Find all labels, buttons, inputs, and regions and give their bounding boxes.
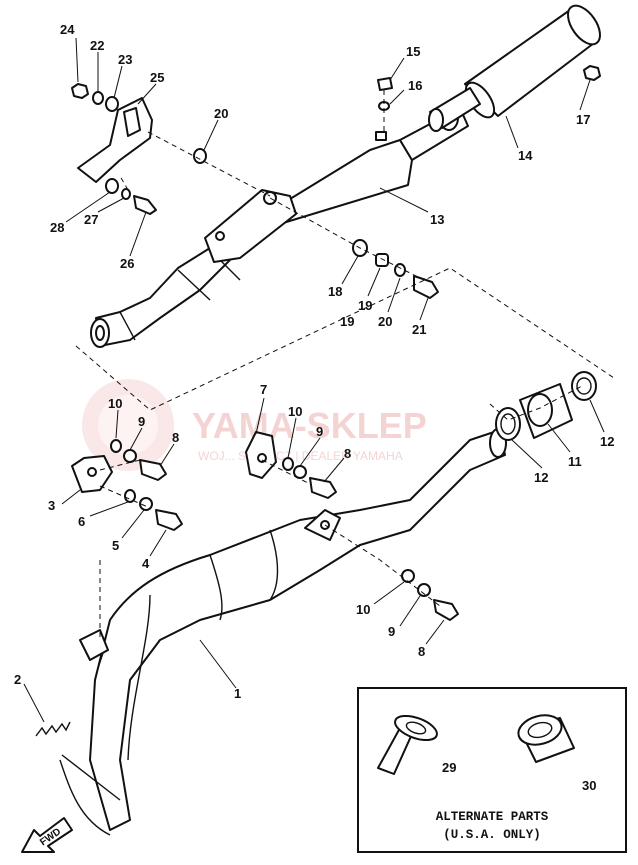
watermark-line: WOJ... SZEWICZ | DEALER YAMAHA <box>198 449 403 463</box>
callout-20-b: 20 <box>378 314 392 329</box>
callout-8-b: 8 <box>344 446 351 461</box>
silencer <box>90 105 469 348</box>
callout-13: 13 <box>430 212 444 227</box>
callout-19-b: 19 <box>340 314 354 329</box>
callout-15: 15 <box>406 44 420 59</box>
callout-4: 4 <box>142 556 150 571</box>
exhaust-pipe <box>59 428 507 836</box>
callout-14: 14 <box>518 148 533 163</box>
silencer-end-cap <box>428 4 601 132</box>
callout-9-a: 9 <box>138 414 145 429</box>
callout-30: 30 <box>582 778 596 793</box>
callout-16: 16 <box>408 78 422 93</box>
callout-7: 7 <box>260 382 267 397</box>
alternate-parts-box: ALTERNATE PARTS (U.S.A. ONLY) <box>357 687 627 853</box>
callout-1: 1 <box>234 686 241 701</box>
callout-2: 2 <box>14 672 21 687</box>
callout-8-c: 8 <box>418 644 425 659</box>
callout-26: 26 <box>120 256 134 271</box>
callout-27: 27 <box>84 212 98 227</box>
callout-17: 17 <box>576 112 590 127</box>
callout-10-a: 10 <box>108 396 122 411</box>
forward-arrow: FWD <box>21 817 73 853</box>
watermark: YAMA-SKLEP WOJ... SZEWICZ | DEALER YAMAH… <box>82 379 427 471</box>
callout-25: 25 <box>150 70 164 85</box>
callout-23: 23 <box>118 52 132 67</box>
silencer-bracket <box>77 97 153 183</box>
callout-28: 28 <box>50 220 64 235</box>
alternate-parts-subtitle: (U.S.A. ONLY) <box>443 828 541 842</box>
alternate-parts-title: ALTERNATE PARTS <box>436 810 549 824</box>
callout-6: 6 <box>78 514 85 529</box>
hardware <box>35 65 601 737</box>
callout-numbers: 24 22 23 25 20 28 27 26 15 16 17 14 13 1… <box>14 22 614 793</box>
callout-18: 18 <box>328 284 342 299</box>
callout-24: 24 <box>60 22 75 37</box>
callout-22: 22 <box>90 38 104 53</box>
callout-12-a: 12 <box>534 470 548 485</box>
callout-29: 29 <box>442 760 456 775</box>
callout-19-a: 19 <box>358 298 372 313</box>
callout-10-b: 10 <box>288 404 302 419</box>
callout-3: 3 <box>48 498 55 513</box>
leader-lines <box>23 37 605 785</box>
callout-11: 11 <box>568 454 582 469</box>
callout-21: 21 <box>412 322 426 337</box>
callout-5: 5 <box>112 538 119 553</box>
callout-9-c: 9 <box>388 624 395 639</box>
assembly-lines <box>75 90 615 640</box>
callout-10-c: 10 <box>356 602 370 617</box>
callout-9-b: 9 <box>316 424 323 439</box>
callout-12-b: 12 <box>600 434 614 449</box>
callout-8-a: 8 <box>172 430 179 445</box>
watermark-brand: YAMA-SKLEP <box>192 405 427 446</box>
callout-20-top: 20 <box>214 106 228 121</box>
